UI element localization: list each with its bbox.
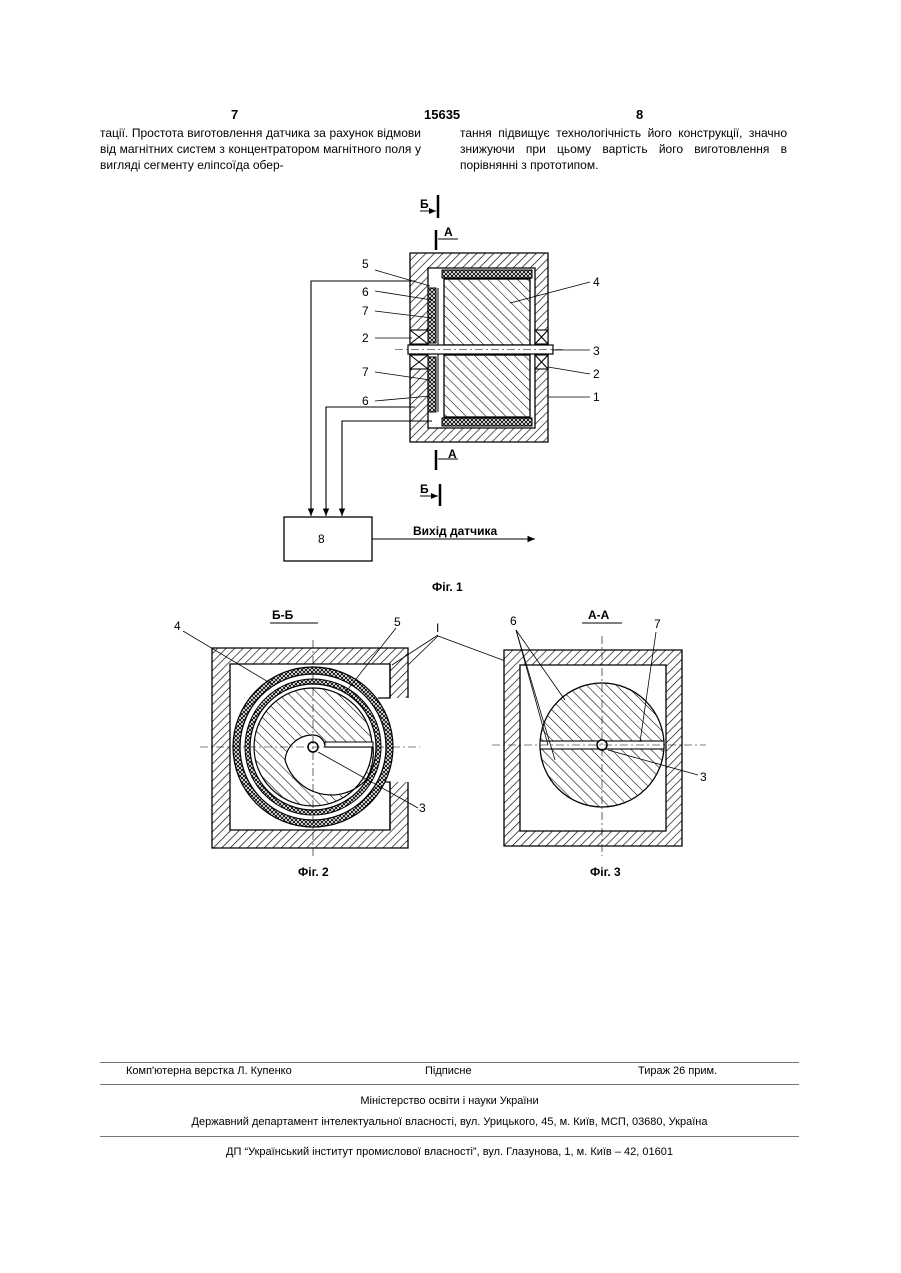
fig3-caption: Фіг. 3 xyxy=(590,865,621,879)
fig3-label-6: 6 xyxy=(510,614,517,628)
fig1-label-5: 5 xyxy=(362,257,369,271)
figure-2: 4 5 І 3 Б-Б Фіг. 2 xyxy=(174,608,439,879)
fig1-caption: Фіг. 1 xyxy=(432,580,463,594)
block-8-label: 8 xyxy=(318,532,325,546)
footer-institute: ДП “Український інститут промислової вла… xyxy=(100,1146,799,1158)
section-a-bottom: А xyxy=(448,447,457,461)
section-b-bottom: Б xyxy=(420,482,429,496)
magnet-4-bottom xyxy=(444,355,530,417)
fig1-label-6b: 6 xyxy=(362,394,369,408)
footer-circulation: Тираж 26 прим. xyxy=(638,1065,717,1077)
magnet-4-top xyxy=(444,279,530,345)
footer-rule-3 xyxy=(100,1136,799,1137)
fig1-label-4: 4 xyxy=(593,275,600,289)
fig2-label-3: 3 xyxy=(419,801,426,815)
fig1-label-1: 1 xyxy=(593,390,600,404)
fig2-label-4: 4 xyxy=(174,619,181,633)
footer-ministry: Міністерство освіти і науки України xyxy=(100,1095,799,1107)
footer-rule-2 xyxy=(100,1084,799,1085)
footer-typesetting: Комп'ютерна верстка Л. Купенко xyxy=(126,1065,292,1077)
fig1-label-6a: 6 xyxy=(362,285,369,299)
fig1-label-2a: 2 xyxy=(362,331,369,345)
footer-rule-1 xyxy=(100,1062,799,1063)
fig2-label-5: 5 xyxy=(394,615,401,629)
fig2-label-1: І xyxy=(436,621,439,635)
fig3-title: А-А xyxy=(588,608,610,622)
footer-department: Державний департамент інтелектуальної вл… xyxy=(100,1116,799,1128)
section-b-top: Б xyxy=(420,197,429,211)
fig1-label-3: 3 xyxy=(593,344,600,358)
sensor-plate xyxy=(428,288,436,343)
winding xyxy=(442,270,532,278)
fig3-label-3: 3 xyxy=(700,770,707,784)
output-label: Вихід датчика xyxy=(413,524,498,538)
fig1-label-7a: 7 xyxy=(362,304,369,318)
fig1-label-7b: 7 xyxy=(362,365,369,379)
section-a-top: А xyxy=(444,225,453,239)
fig2-title: Б-Б xyxy=(272,608,294,622)
fig1-label-2b: 2 xyxy=(593,367,600,381)
footer-signed: Підписне xyxy=(425,1065,472,1077)
figure-3: 6 7 3 А-А Фіг. 3 xyxy=(408,608,707,879)
fig3-label-7: 7 xyxy=(654,617,661,631)
signal-block-8 xyxy=(284,517,372,561)
fig2-caption: Фіг. 2 xyxy=(298,865,329,879)
figure-1: 5 6 7 2 7 6 4 3 2 1 Б А А Б 8 Вихід датч… xyxy=(284,195,600,594)
